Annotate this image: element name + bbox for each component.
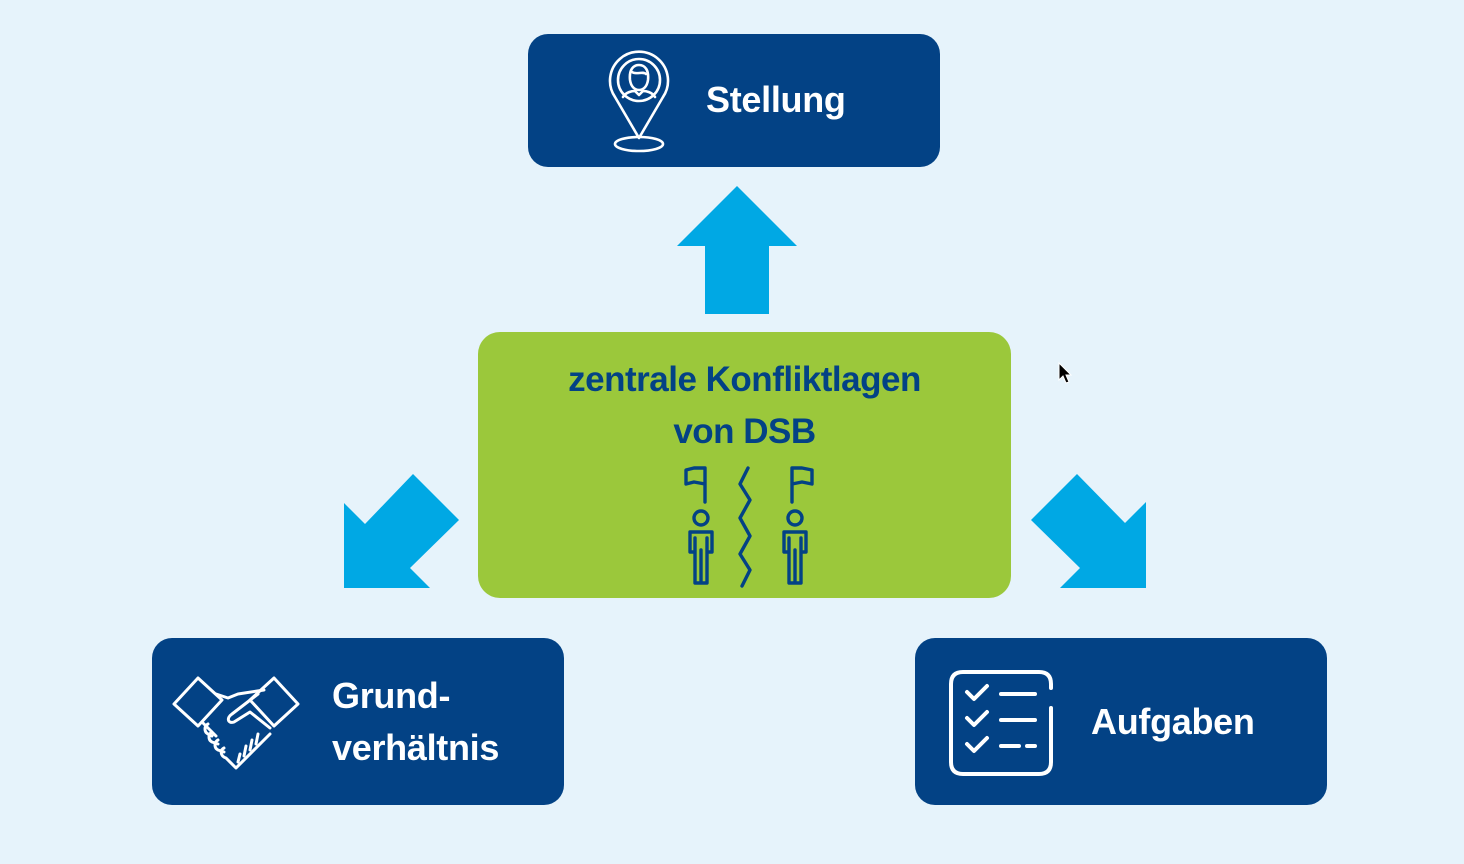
- node-label: Aufgaben: [1091, 701, 1255, 742]
- node-label: Stellung: [706, 79, 846, 120]
- node-label-line1: Grund-: [332, 675, 451, 716]
- center-title-line1: zentrale Konfliktlagen: [568, 360, 921, 399]
- conflict-people-flags-icon: [684, 466, 814, 588]
- node-label-line2: verhältnis: [332, 727, 500, 768]
- mouse-cursor-icon: [1058, 361, 1073, 384]
- center-conflict-box: zentrale Konfliktlagen von DSB: [478, 332, 1011, 598]
- node-aufgaben: Aufgaben: [915, 638, 1327, 805]
- center-title-line2: von DSB: [673, 412, 816, 451]
- checklist-icon: [949, 670, 1053, 776]
- node-grundverhaeltnis: Grund- verhältnis: [152, 638, 564, 805]
- node-stellung: Stellung: [528, 34, 940, 167]
- location-pin-person-icon: [608, 50, 670, 153]
- handshake-icon: [172, 676, 300, 770]
